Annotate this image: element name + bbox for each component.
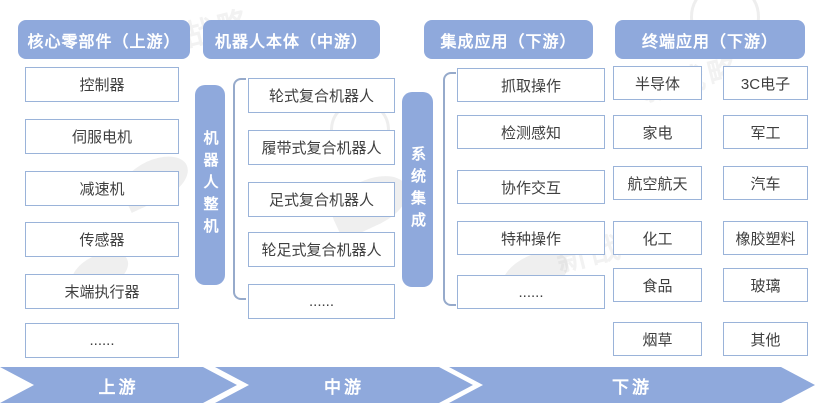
item-box: 减速机 bbox=[25, 171, 179, 206]
item-box: 化工 bbox=[613, 221, 702, 255]
flow-arrow-midstream: 中游 bbox=[215, 367, 473, 403]
item-box: ...... bbox=[25, 323, 179, 358]
column-header-robot-body: 机器人本体（中游） bbox=[203, 20, 380, 59]
item-box: 履带式复合机器人 bbox=[248, 130, 395, 165]
item-box: 足式复合机器人 bbox=[248, 182, 395, 217]
item-box: 3C电子 bbox=[723, 66, 808, 100]
flow-arrow-upstream: 上游 bbox=[0, 367, 237, 403]
item-box: 其他 bbox=[723, 322, 808, 356]
item-box: 烟草 bbox=[613, 322, 702, 356]
item-box: 家电 bbox=[613, 115, 702, 149]
item-box: 玻璃 bbox=[723, 268, 808, 302]
side-label-robot-complete-machine: 机器人整机 bbox=[195, 85, 225, 285]
item-box: 检测感知 bbox=[457, 115, 605, 149]
item-box: ...... bbox=[457, 275, 605, 309]
item-box: 末端执行器 bbox=[25, 274, 179, 309]
item-box: 食品 bbox=[613, 268, 702, 302]
column-header-integrated-application: 集成应用（下游） bbox=[424, 20, 593, 59]
flow-arrow-downstream: 下游 bbox=[449, 367, 815, 403]
bracket bbox=[233, 78, 246, 300]
item-box: 特种操作 bbox=[457, 221, 605, 255]
item-box: 协作交互 bbox=[457, 170, 605, 204]
item-box: 军工 bbox=[723, 115, 808, 149]
column-header-terminal-application: 终端应用（下游） bbox=[615, 20, 805, 59]
item-box: ...... bbox=[248, 284, 395, 319]
item-box: 半导体 bbox=[613, 66, 702, 100]
item-box: 传感器 bbox=[25, 222, 179, 257]
item-box: 伺服电机 bbox=[25, 119, 179, 154]
item-box: 橡胶塑料 bbox=[723, 221, 808, 255]
bracket bbox=[443, 72, 456, 306]
item-box: 抓取操作 bbox=[457, 68, 605, 102]
item-box: 轮足式复合机器人 bbox=[248, 232, 395, 267]
item-box: 控制器 bbox=[25, 67, 179, 102]
item-box: 航空航天 bbox=[613, 166, 702, 200]
item-box: 轮式复合机器人 bbox=[248, 78, 395, 113]
column-header-core-components: 核心零部件（上游） bbox=[18, 20, 190, 59]
item-box: 汽车 bbox=[723, 166, 808, 200]
side-label-system-integration: 系统集成 bbox=[402, 92, 433, 287]
